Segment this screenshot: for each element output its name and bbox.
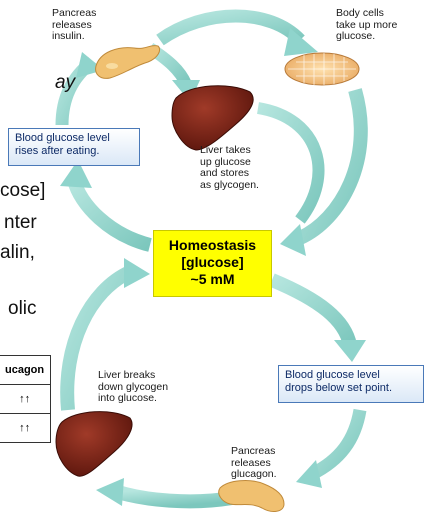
bg-text-alin: alin, (0, 242, 35, 263)
arrow-pancreas-to-cells (156, 9, 318, 56)
bg-text-nter: nter (4, 212, 37, 233)
bg-text-ay: ay (55, 72, 76, 93)
liver-bottom-image (55, 411, 133, 477)
side-table-cell: ↑↑ (0, 413, 52, 443)
arrow-cells-to-homeostasis (280, 88, 368, 256)
arrow-homeostasis-to-drop (269, 273, 366, 362)
liver-stores-label: Liver takes up glucose and stores as gly… (200, 144, 259, 191)
liver-breaks-label: Liver breaks down glycogen into glucose. (98, 369, 169, 404)
body-cells-image (284, 52, 360, 86)
side-table-cell: ↑↑ (0, 384, 52, 414)
pancreas-bottom-image (218, 480, 285, 512)
bg-text-cose: cose] (0, 180, 46, 201)
side-table-header: ucagon (0, 355, 52, 385)
arrow-liver-to-homeostasis (256, 102, 325, 224)
pancreas-glucagon-label: Pancreas releases glucagon. (231, 445, 277, 480)
body-cells-label: Body cells take up more glucose. (336, 7, 398, 42)
glucose-drops-box: Blood glucose level drops below set poin… (278, 365, 424, 403)
arrow-liver-to-homeostasis-bottom (60, 258, 150, 411)
bg-text-olic: olic (8, 298, 37, 319)
side-table: ucagon ↑↑ ↑↑ (0, 355, 52, 443)
pancreas-top-image (95, 45, 161, 79)
liver-top-image (171, 85, 254, 151)
pancreas-insulin-label: Pancreas releases insulin. (52, 7, 97, 42)
arrow-drop-to-pancreas (296, 408, 367, 488)
arrow-homeostasis-to-rise (60, 160, 152, 252)
arrow-pancreas-to-liver-bottom (96, 478, 234, 509)
homeostasis-box: Homeostasis [glucose] ~5 mM (153, 230, 272, 297)
glucose-rises-box: Blood glucose level rises after eating. (8, 128, 140, 166)
